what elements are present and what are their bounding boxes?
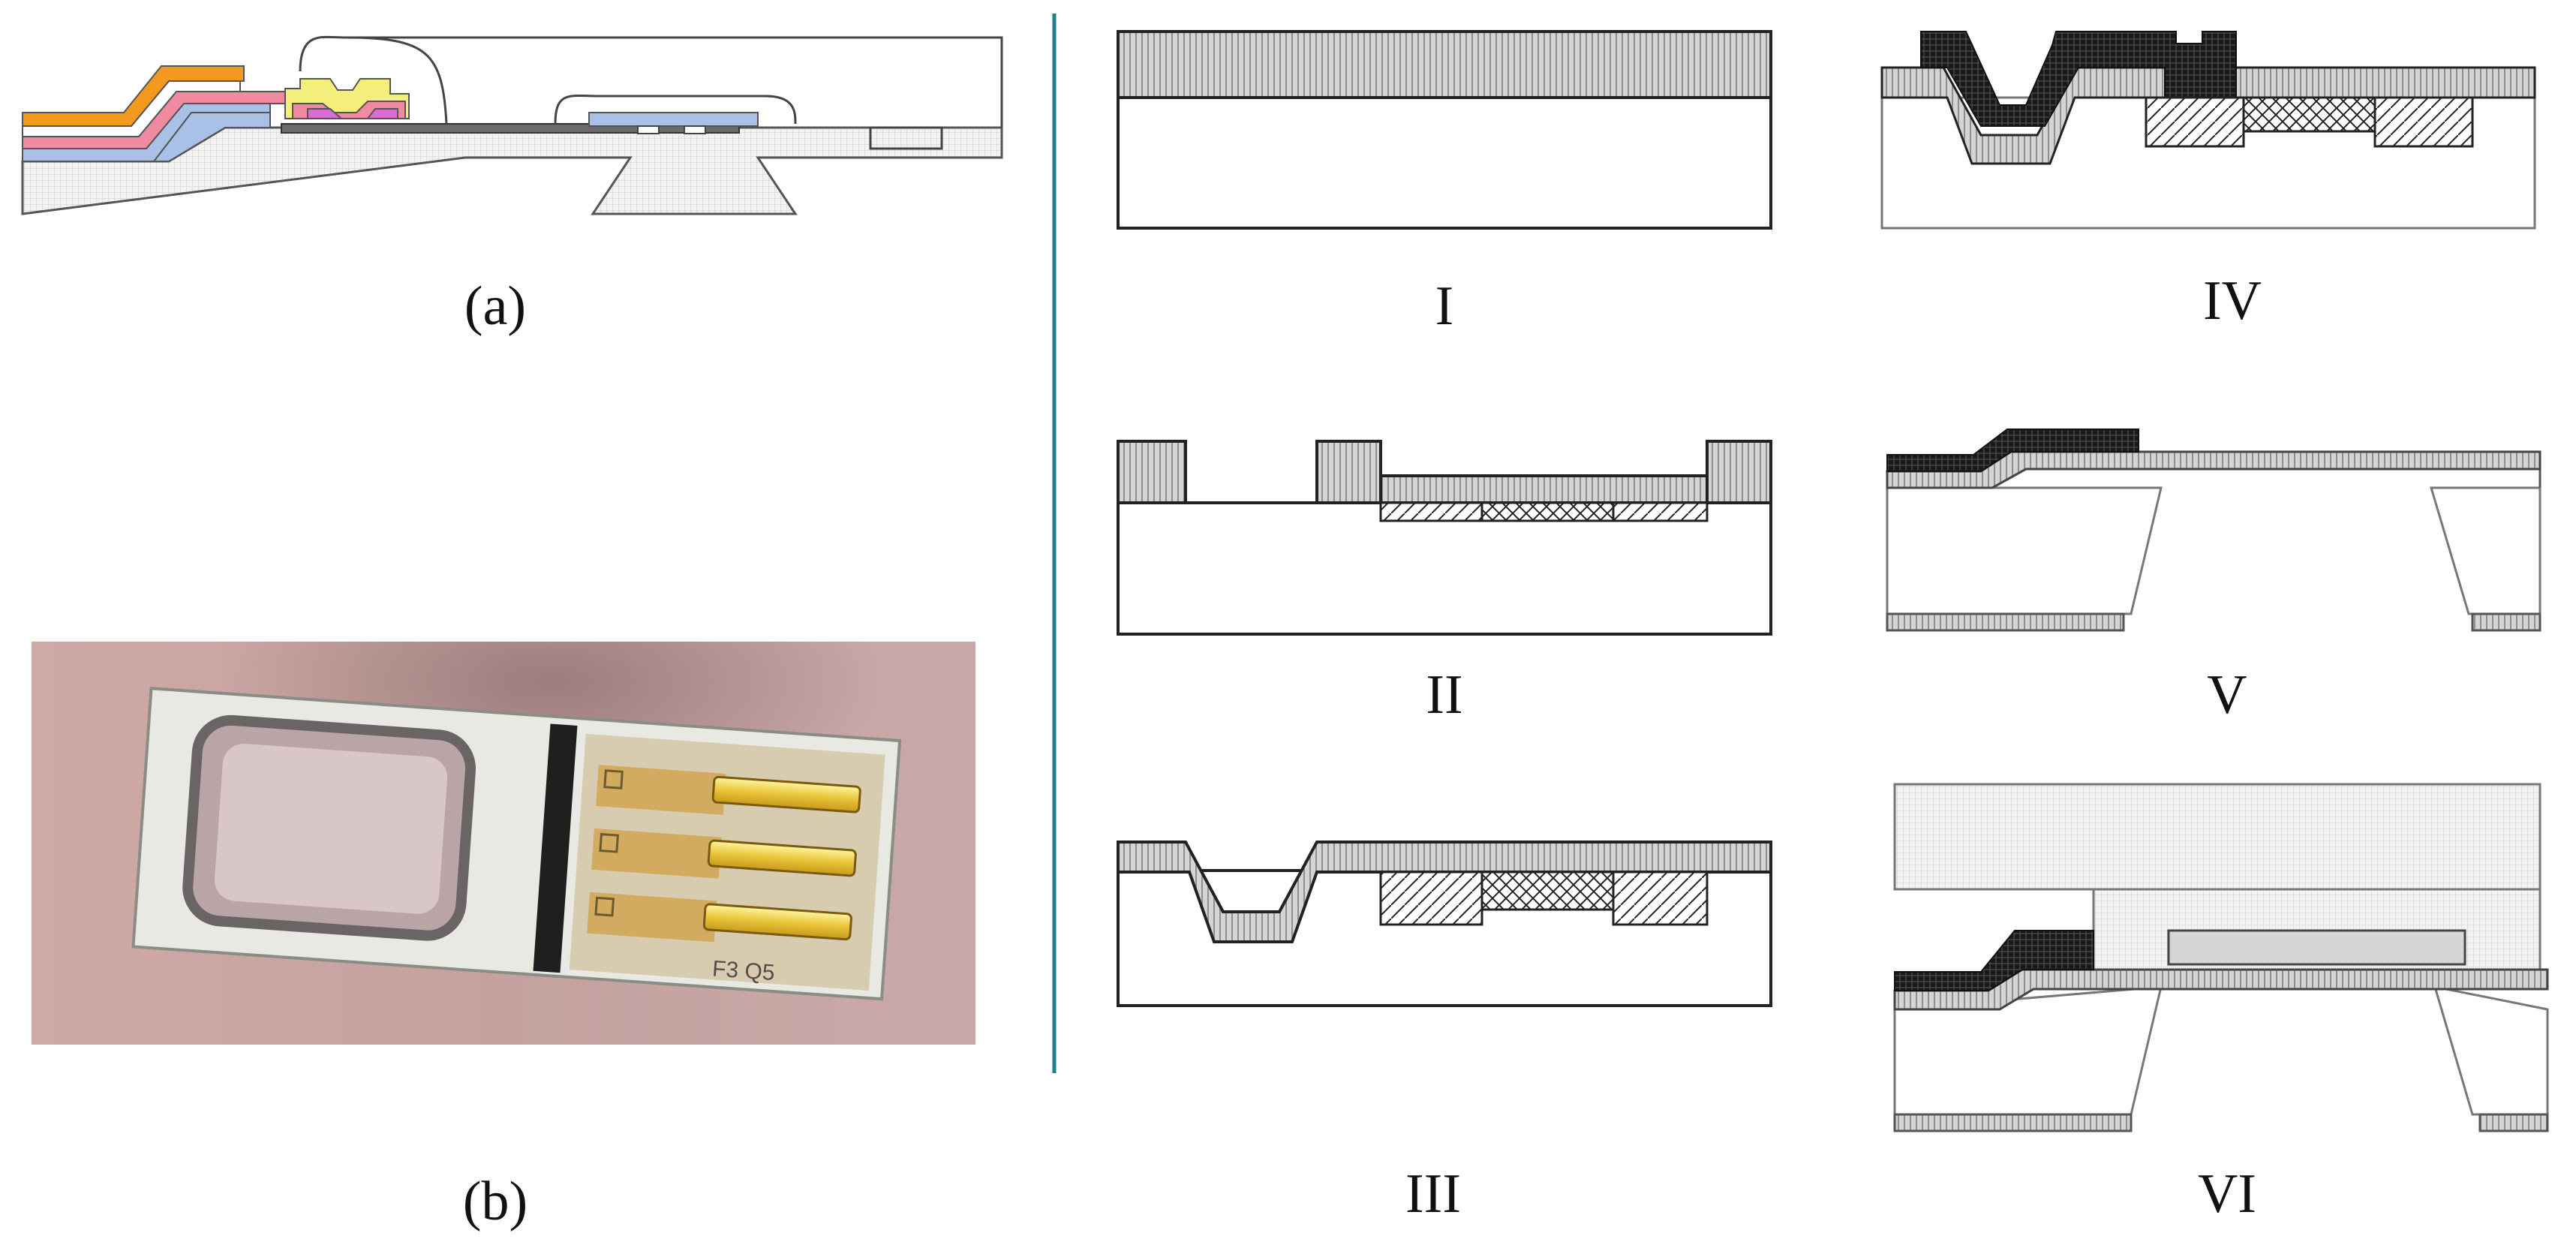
step-III-diagram bbox=[1117, 841, 1772, 1007]
step-II-diagram bbox=[1117, 440, 1772, 636]
step-I-diagram bbox=[1117, 30, 1772, 230]
label-b: (b) bbox=[463, 1171, 528, 1232]
panel-a-cross-section bbox=[21, 35, 1003, 215]
label-step-VI: VI bbox=[2198, 1163, 2256, 1225]
label-a: (a) bbox=[464, 275, 526, 337]
step-V-diagram bbox=[1886, 429, 2541, 632]
step-VI-diagram bbox=[1893, 783, 2549, 1132]
label-step-III: III bbox=[1405, 1163, 1461, 1225]
label-step-V: V bbox=[2207, 664, 2247, 726]
label-step-I: I bbox=[1435, 275, 1454, 337]
label-step-II: II bbox=[1426, 664, 1462, 726]
panel-b-photo: F3 Q5 bbox=[32, 642, 975, 1045]
step-IV-diagram bbox=[1880, 31, 2536, 230]
label-step-IV: IV bbox=[2203, 270, 2262, 332]
chip-marking: F3 Q5 bbox=[711, 956, 775, 985]
